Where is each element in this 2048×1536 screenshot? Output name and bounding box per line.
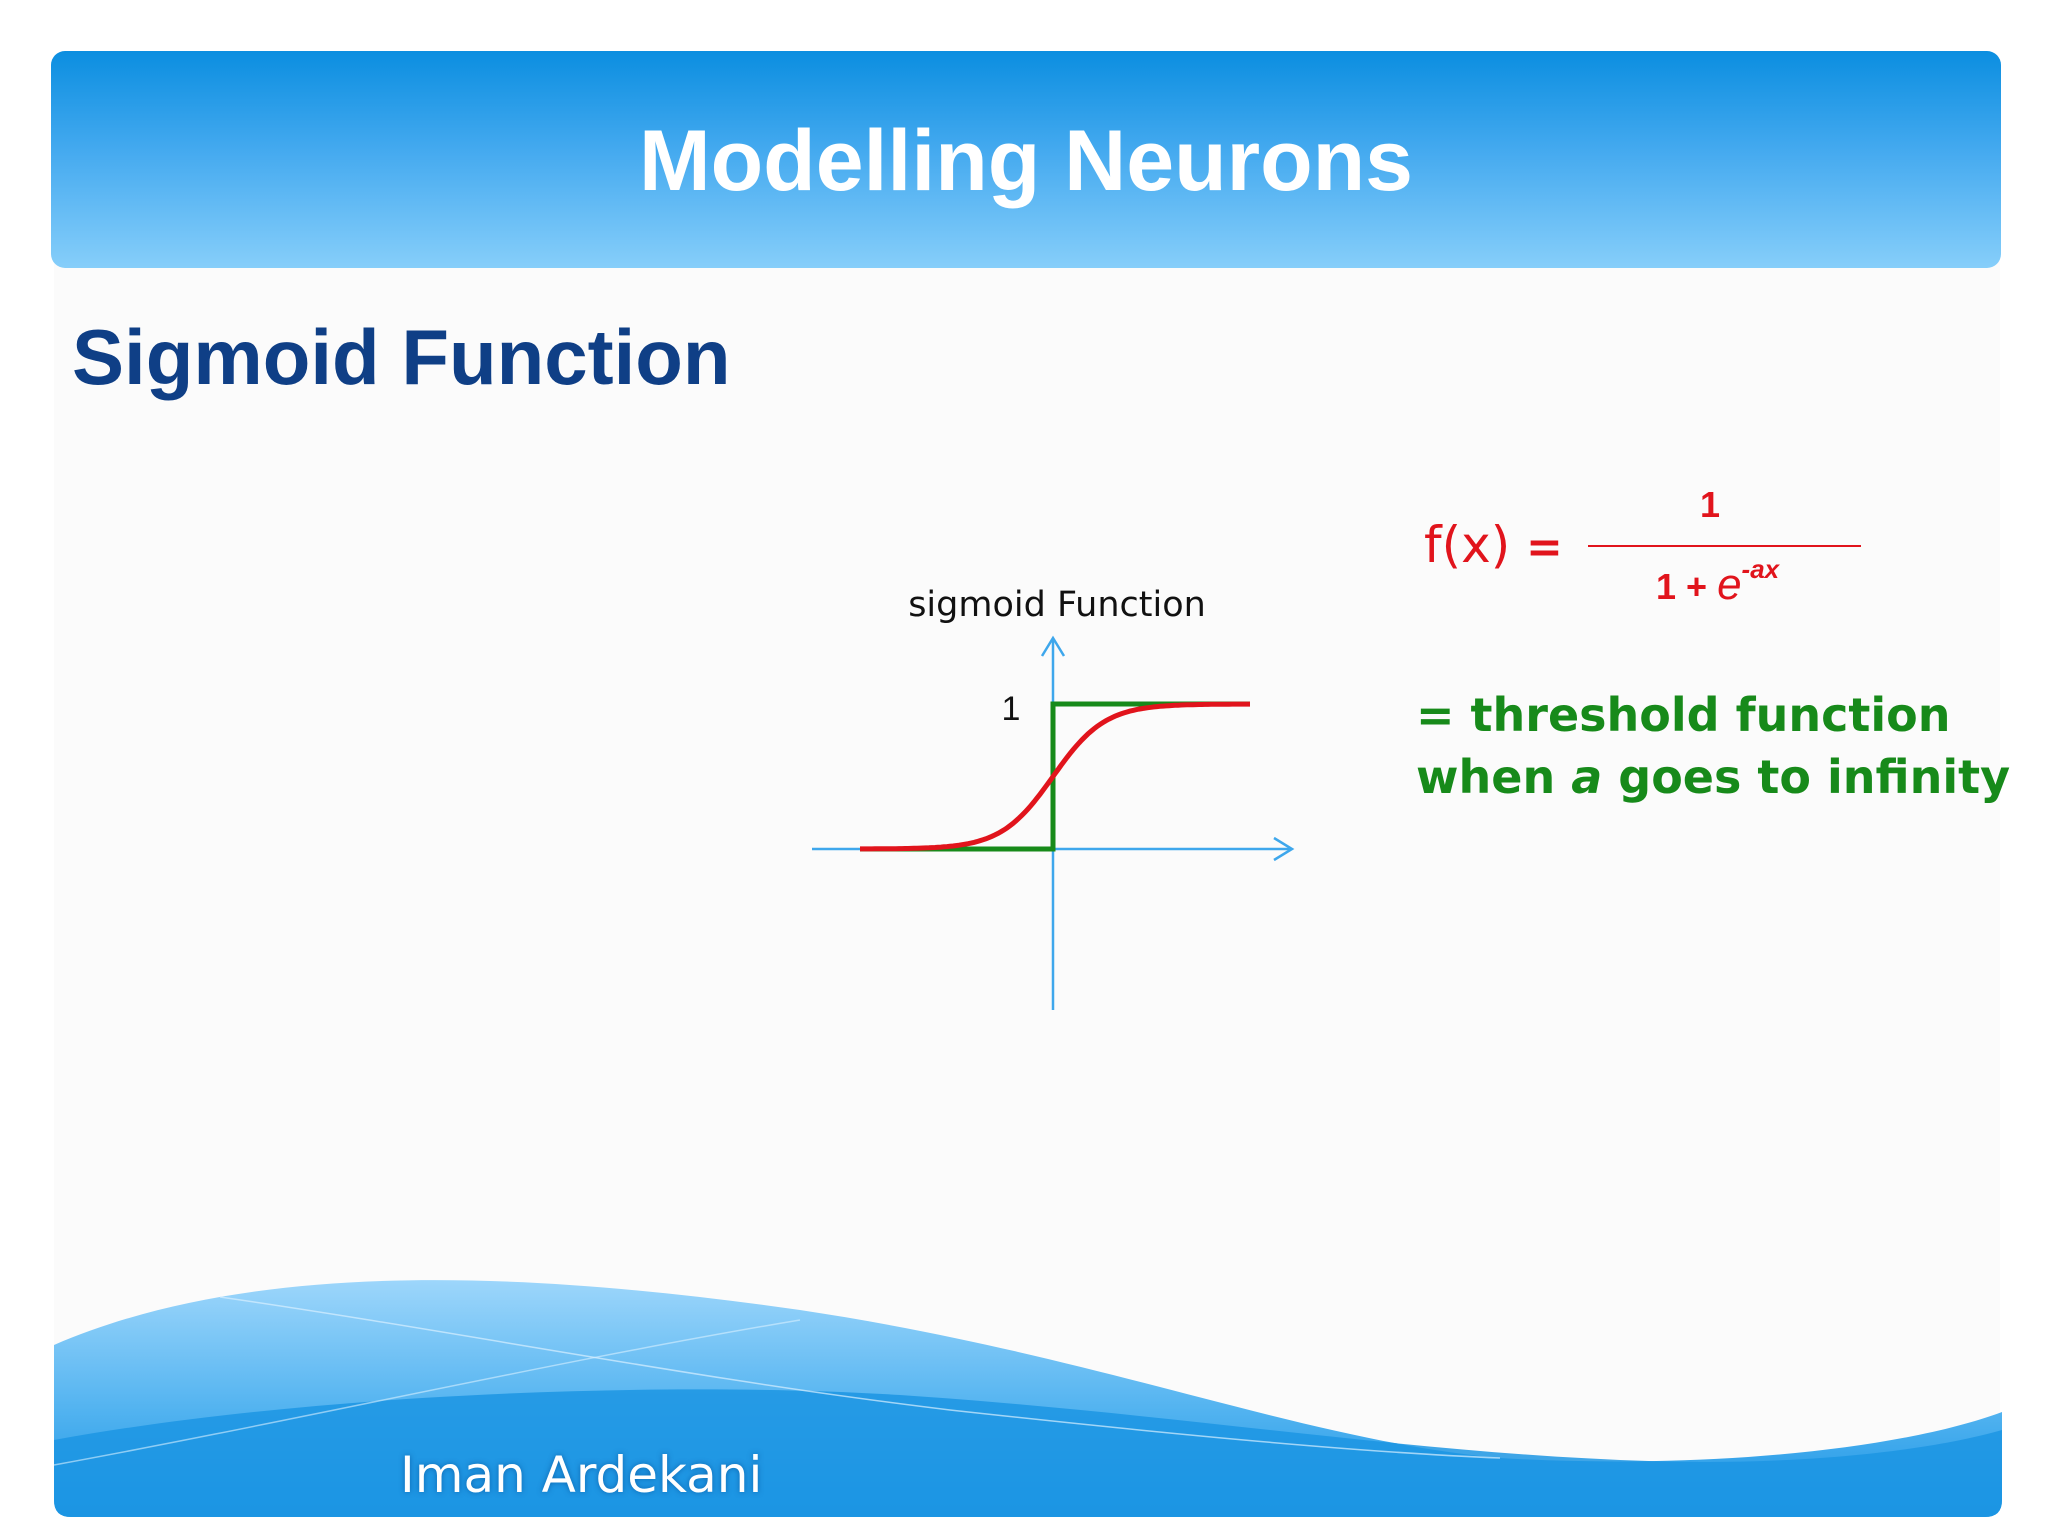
formula-lhs: f(x) (1424, 516, 1511, 574)
note-line-2-after: goes to infinity (1602, 750, 2011, 804)
denominator-prefix: 1 + (1656, 566, 1718, 607)
y-axis-arrowhead (1040, 635, 1066, 657)
x-axis-arrowhead (1273, 836, 1295, 862)
author-name: Iman Ardekani (400, 1446, 763, 1504)
wave-front (54, 1389, 2002, 1517)
denominator-base: e (1717, 560, 1742, 609)
wave-highlight (219, 1296, 1501, 1459)
slide-title: Modelling Neurons (639, 113, 1413, 209)
formula-denominator: 1 + e-ax (1656, 554, 1779, 610)
formula-equals: = (1526, 522, 1563, 573)
fraction-bar (1588, 545, 1861, 547)
note-line-2: when a goes to infinity (1416, 746, 2010, 808)
note-variable-a: a (1571, 750, 1603, 804)
diagram-caption: sigmoid Function (908, 585, 1206, 625)
wave-highlight-2 (53, 1319, 801, 1466)
denominator-exponent: -ax (1741, 554, 1780, 584)
threshold-note: = threshold function when a goes to infi… (1416, 684, 2010, 808)
slide-subtitle: Sigmoid Function (72, 313, 731, 401)
note-line-1: = threshold function (1416, 688, 1951, 742)
y-tick-label: 1 (1002, 690, 1021, 728)
title-bar: Modelling Neurons (51, 51, 2001, 268)
sigmoid-curve (860, 701, 1250, 852)
note-line-2-before: when (1416, 750, 1572, 804)
formula-numerator: 1 (1700, 484, 1721, 525)
